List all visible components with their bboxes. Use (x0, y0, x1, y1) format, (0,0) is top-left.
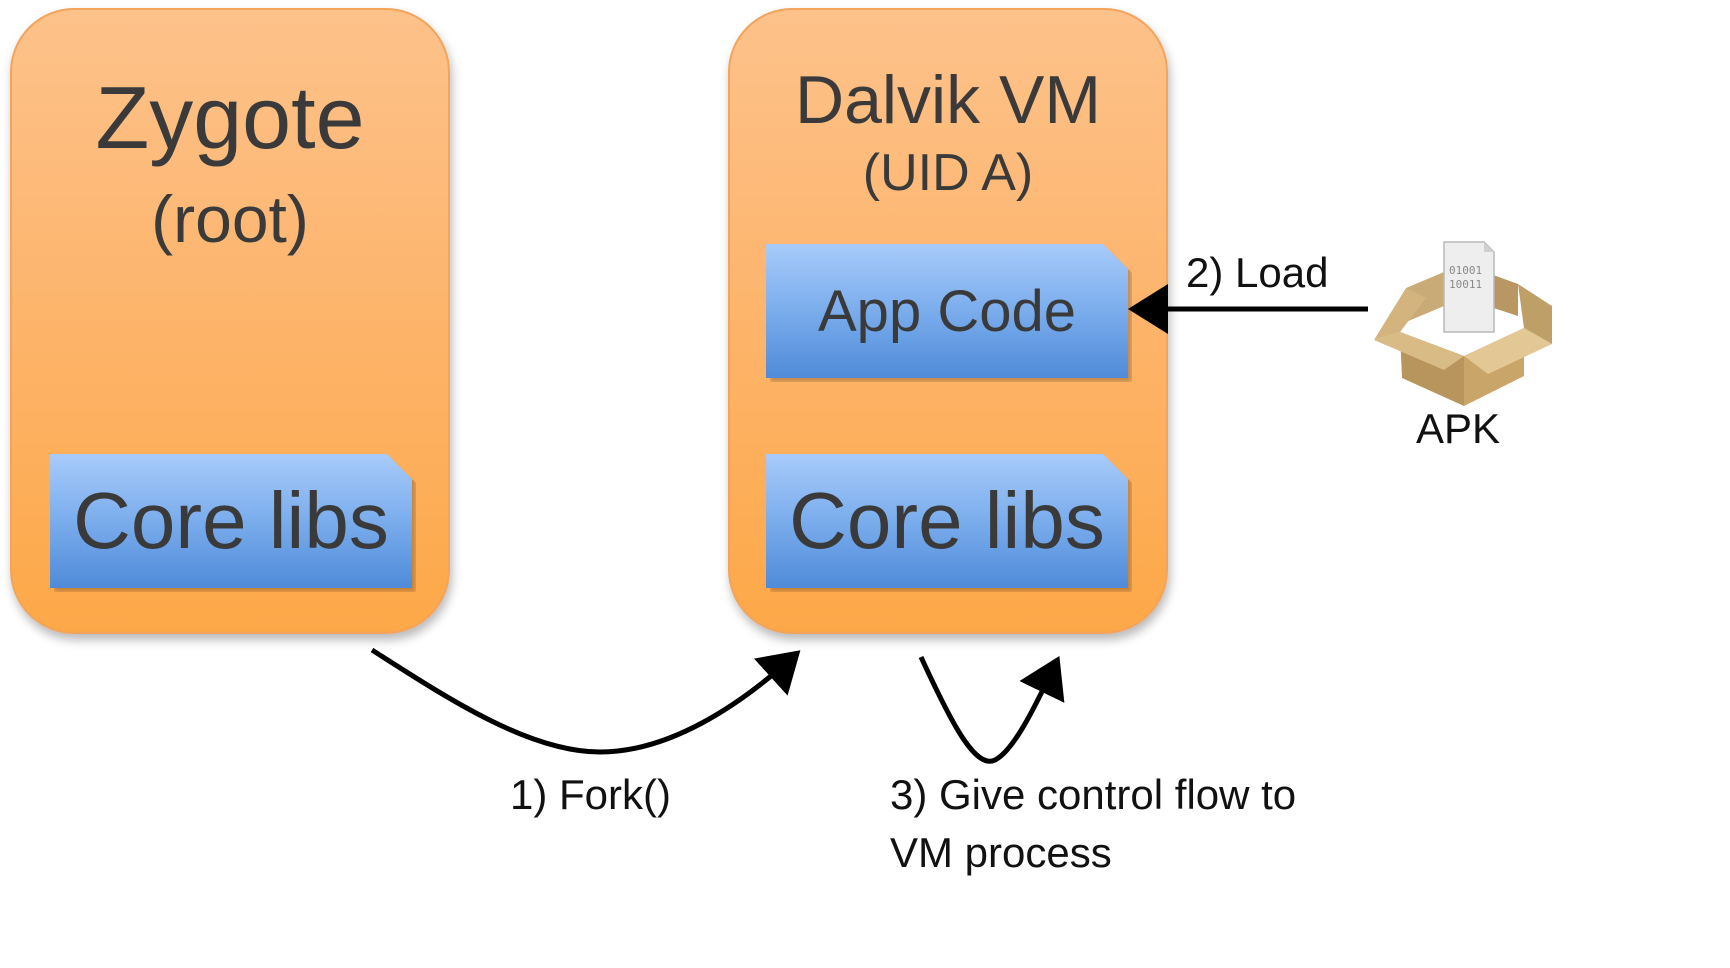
dalvik-core-libs-label: Core libs (789, 476, 1105, 565)
app-code-label: App Code (818, 278, 1076, 344)
control-flow-arrow (918, 655, 1065, 764)
fork-step-label: 1) Fork() (510, 771, 671, 818)
zygote-process-box: Zygote (root) Core libs (10, 8, 450, 634)
zygote-core-libs-block: Core libs (50, 454, 412, 588)
zygote-title: Zygote (95, 68, 365, 167)
zygote-core-libs-label: Core libs (73, 476, 389, 565)
fork-arrow (370, 647, 801, 755)
package-box-icon: 01001 10011 (1374, 241, 1552, 406)
app-code-block: App Code (766, 244, 1128, 378)
load-step-label: 2) Load (1186, 249, 1329, 296)
zygote-subtitle: (root) (151, 182, 309, 256)
apk-label: APK (1416, 405, 1501, 452)
control-step-label-line2: VM process (890, 829, 1112, 876)
dalvik-title: Dalvik VM (794, 62, 1102, 138)
dalvik-core-libs-block: Core libs (766, 454, 1128, 588)
dalvik-vm-process-box: Dalvik VM (UID A) App Code Core libs (728, 8, 1168, 634)
control-step-label-line1: 3) Give control flow to (890, 771, 1297, 818)
apk-binary-line2: 10011 (1449, 278, 1482, 291)
dalvik-subtitle: (UID A) (862, 144, 1034, 202)
apk-binary-line1: 01001 (1449, 264, 1482, 277)
